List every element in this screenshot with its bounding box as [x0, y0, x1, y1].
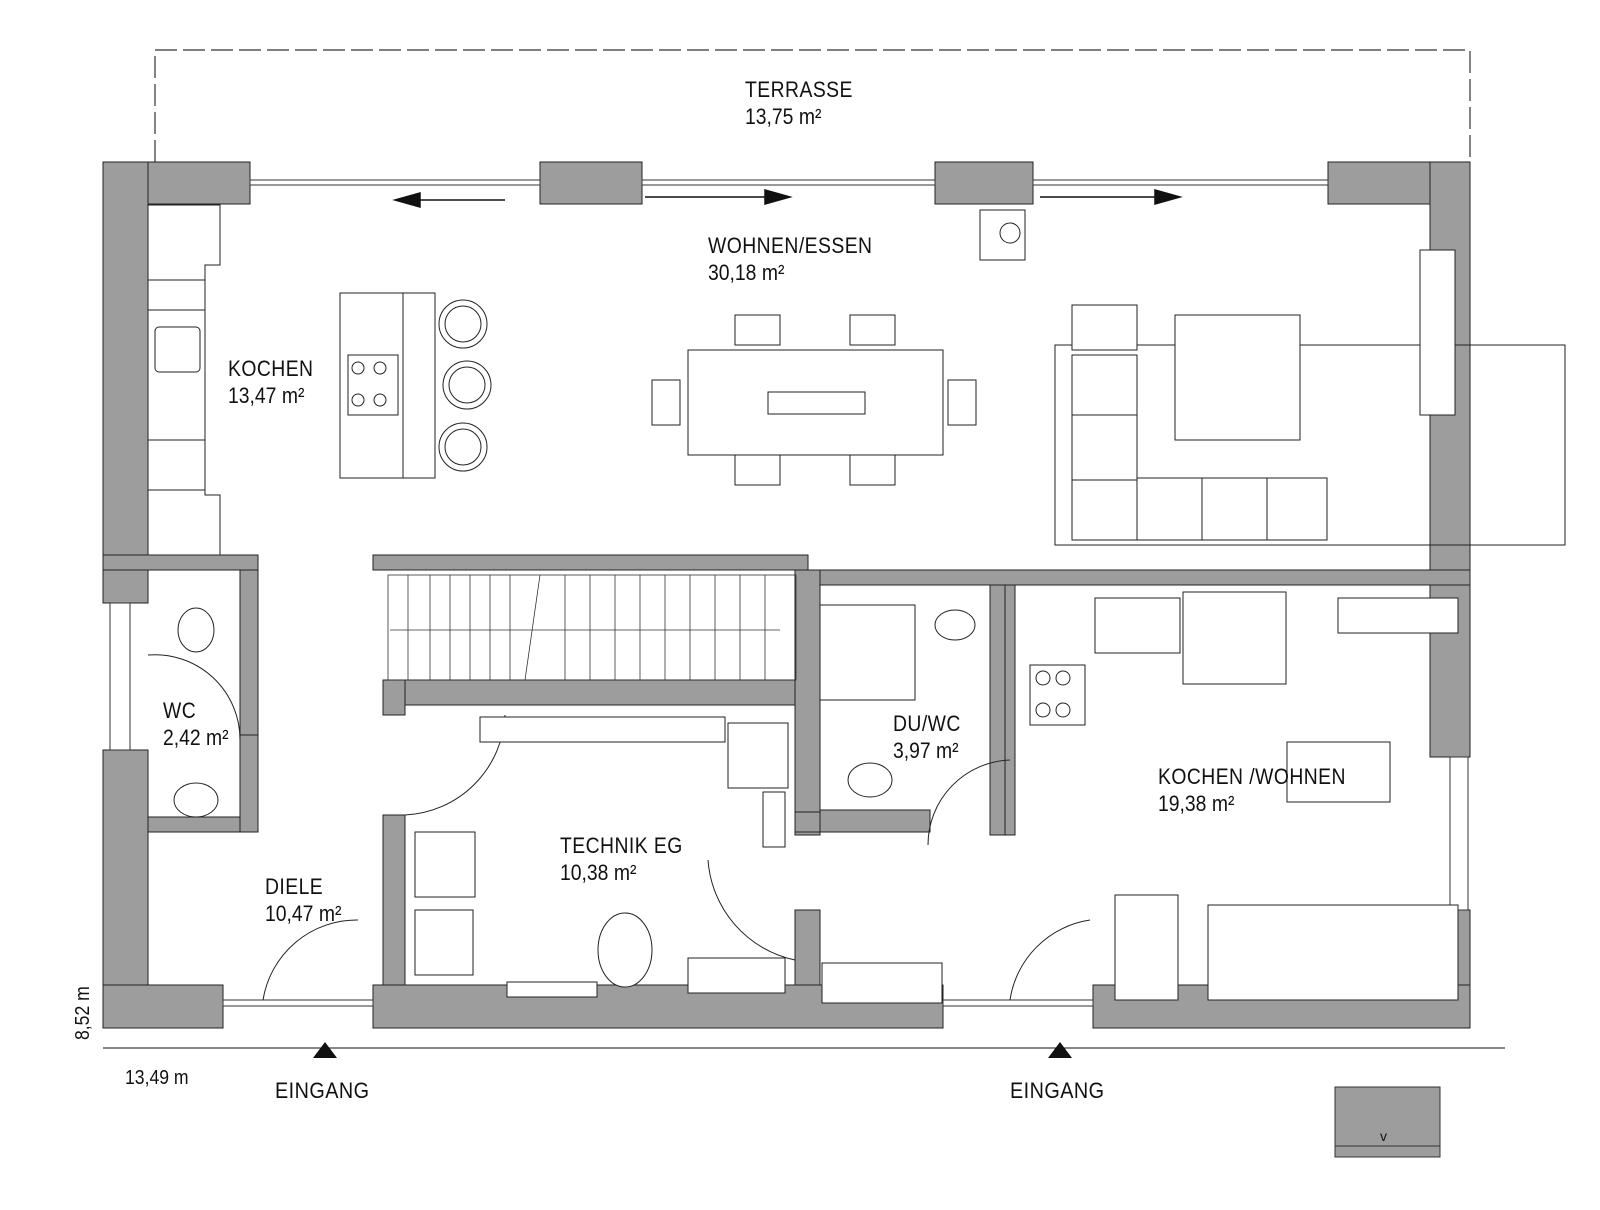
room-area: 30,18 m²	[708, 260, 785, 285]
kitchen-counter	[148, 204, 221, 555]
doors	[147, 654, 1091, 1001]
room-label-technik-eg: TECHNIK EG 10,38 m²	[560, 832, 683, 886]
room-area: 3,97 m²	[893, 738, 959, 763]
entrance-arrow-icon	[1048, 1042, 1072, 1058]
windows	[109, 179, 1469, 1007]
room-label-wc: WC 2,42 m²	[163, 697, 229, 751]
sofa	[1054, 249, 1566, 546]
dimension-height: 8,52 m	[72, 986, 94, 1040]
room-label-du-wc: DU/WC 3,97 m²	[893, 710, 961, 764]
stair-marker-box	[1334, 1086, 1441, 1158]
room-area: 13,47 m²	[228, 383, 305, 408]
terrace-outline	[154, 49, 1471, 162]
room-name: KOCHEN /WOHNEN	[1158, 764, 1346, 789]
wc-fixtures	[173, 604, 976, 818]
room-area: 10,38 m²	[560, 860, 637, 885]
room-name: KOCHEN	[228, 356, 314, 381]
room-area: 13,75 m²	[745, 104, 822, 129]
technik-fixtures	[414, 716, 789, 998]
entrance-label: EINGANG	[1010, 1078, 1105, 1103]
washing-machine	[979, 209, 1026, 261]
dimension-width: 13,49 m	[125, 1067, 189, 1089]
staircase[interactable]	[387, 574, 797, 681]
room-name: TERRASSE	[745, 77, 853, 102]
room-area: 2,42 m²	[163, 725, 229, 750]
kitchen-island	[339, 292, 492, 479]
entrance-markers	[313, 1042, 1072, 1058]
room-name: DU/WC	[893, 711, 961, 736]
room-label-diele: DIELE 10,47 m²	[265, 873, 341, 927]
room-label-terrasse: TERRASSE 13,75 m²	[745, 76, 853, 130]
apartment-fixtures	[821, 591, 1459, 1004]
room-name: WOHNEN/ESSEN	[708, 233, 873, 258]
room-name: TECHNIK EG	[560, 833, 683, 858]
room-label-kochen-wohnen: KOCHEN /WOHNEN 19,38 m²	[1158, 763, 1346, 817]
room-area: 10,47 m²	[265, 901, 342, 926]
stair-direction-marker: v	[1380, 1128, 1387, 1144]
dining-table	[651, 314, 977, 486]
room-name: DIELE	[265, 874, 324, 899]
room-name: WC	[163, 698, 197, 723]
room-label-wohnen-essen: WOHNEN/ESSEN 30,18 m²	[708, 232, 872, 286]
room-label-kochen: KOCHEN 13,47 m²	[228, 355, 313, 409]
entrance-arrow-icon	[313, 1042, 337, 1058]
entrance-label: EINGANG	[275, 1078, 370, 1103]
sliding-door-arrows	[392, 189, 1183, 208]
room-area: 19,38 m²	[1158, 791, 1235, 816]
